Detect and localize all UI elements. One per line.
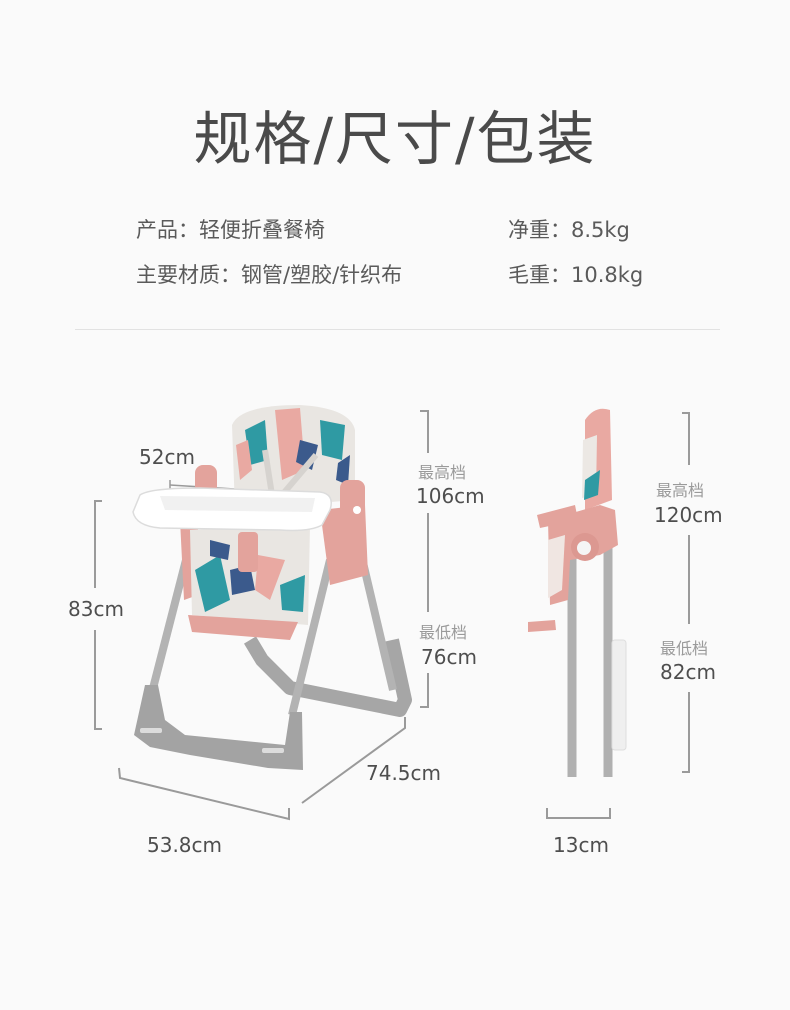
- seat-height-label: 83cm: [68, 597, 124, 621]
- highchair-front-view: [132, 405, 412, 770]
- folded-height-max-label: 最高档: [656, 481, 705, 500]
- folded-height-max-value: 120cm: [654, 503, 723, 527]
- front-height-max-label: 最高档: [418, 463, 467, 482]
- front-height-min-value: 76cm: [421, 645, 477, 669]
- folded-height-min-label: 最低档: [660, 639, 709, 658]
- tray-width-label: 52cm: [139, 445, 195, 469]
- material-spec: 主要材质：钢管/塑胶/针织布: [136, 263, 403, 287]
- dimension-lines: [94, 410, 690, 821]
- page-title: 规格/尺寸/包装: [193, 105, 597, 173]
- front-height-max-value: 106cm: [416, 484, 485, 508]
- gross-weight-spec: 毛重：10.8kg: [508, 263, 644, 287]
- highchair-folded-view: [528, 408, 627, 777]
- folded-thickness-label: 13cm: [553, 833, 609, 857]
- base-width-label: 53.8cm: [147, 833, 223, 857]
- net-weight-spec: 净重：8.5kg: [508, 218, 630, 242]
- product-name-spec: 产品：轻便折叠餐椅: [136, 218, 325, 242]
- section-divider: [75, 329, 720, 330]
- front-height-min-label: 最低档: [419, 623, 468, 642]
- base-depth-label: 74.5cm: [366, 761, 442, 785]
- folded-height-min-value: 82cm: [660, 660, 716, 684]
